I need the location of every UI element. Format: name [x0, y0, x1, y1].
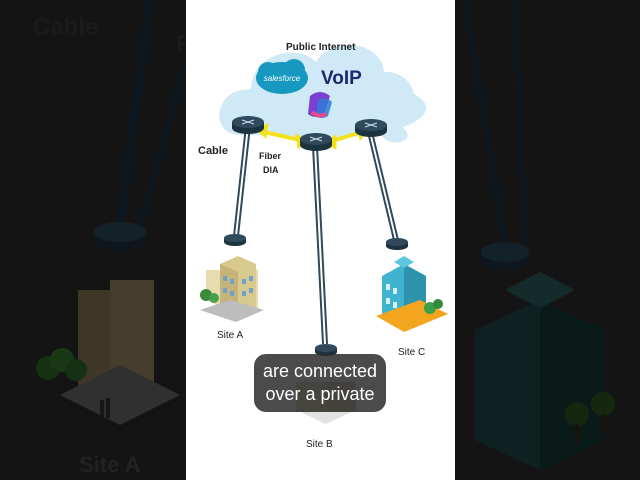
network-diagram: salesforce VoIP [186, 0, 455, 480]
background-right-art [461, 0, 615, 470]
site-c-label: Site C [398, 347, 426, 358]
site-c-building [376, 256, 448, 332]
fiber-label: Fiber [259, 151, 282, 161]
public-internet-label: Public Internet [286, 42, 356, 53]
background-left-panel: Cable F Site A [0, 0, 186, 480]
microsoft-365-logo [308, 92, 332, 118]
background-site-label: Site A [79, 452, 141, 477]
background-cut-label: F [176, 31, 186, 56]
salesforce-logo-text: salesforce [264, 74, 301, 83]
connection-lines [233, 125, 399, 345]
site-a-label: Site A [217, 330, 244, 341]
site-a-building [200, 256, 264, 322]
router-top-center [300, 133, 332, 151]
voip-logo: VoIP [321, 68, 362, 89]
site-b-label: Site B [306, 439, 333, 450]
background-cable-label: Cable [33, 14, 99, 41]
cable-label: Cable [198, 145, 228, 157]
dia-label: DIA [263, 165, 279, 175]
router-site-a [224, 234, 246, 246]
background-right-panel [455, 0, 640, 480]
video-caption: are connected over a private [254, 354, 386, 412]
router-top-left [232, 116, 264, 134]
router-site-c [386, 238, 408, 250]
salesforce-logo: salesforce [256, 59, 308, 94]
router-top-right [355, 119, 387, 137]
background-left-art [36, 0, 186, 425]
network-diagram-art: salesforce VoIP [200, 44, 448, 424]
caption-line-1: are connected [262, 361, 378, 381]
caption-line-2: over a private [265, 384, 375, 404]
